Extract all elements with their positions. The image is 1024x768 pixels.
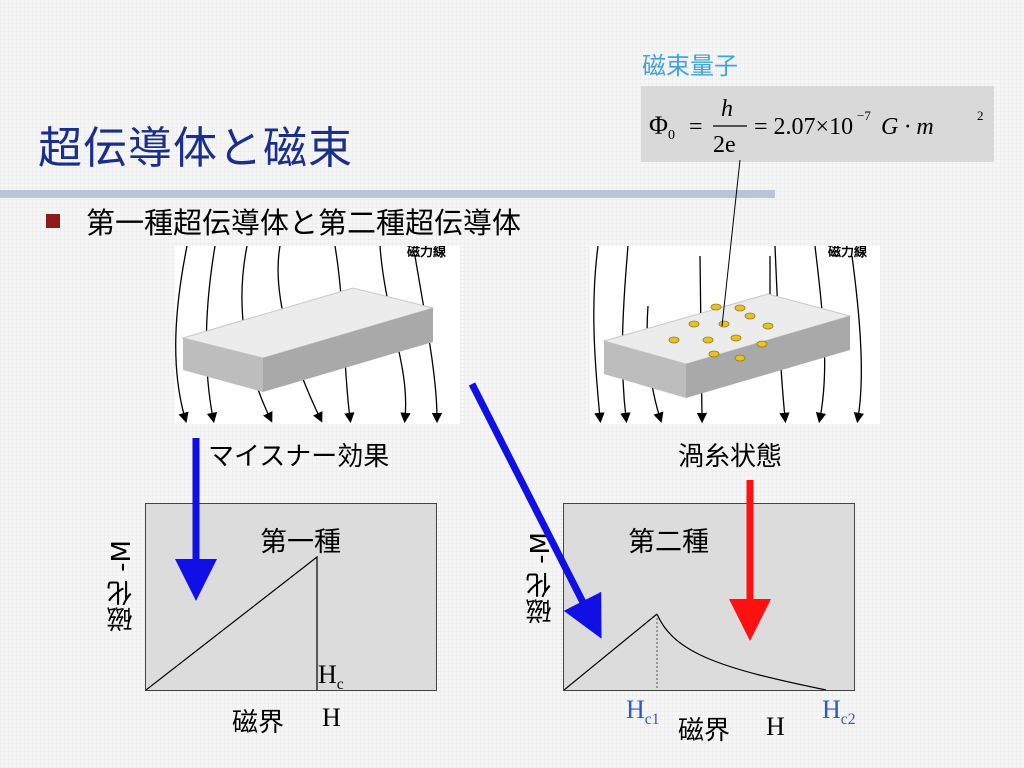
type2-hc1-label: Hc1 bbox=[626, 695, 660, 729]
bullet-text: 第一種超伝導体と第二種超伝導体 bbox=[86, 206, 522, 240]
slide-title: 超伝導体と磁束 bbox=[38, 123, 353, 174]
formula-value: = 2.07×10 bbox=[754, 114, 853, 140]
formula-phi: Φ bbox=[649, 111, 668, 140]
type2-graph-title: 第二種 bbox=[628, 527, 709, 558]
formula-units-exp: 2 bbox=[977, 108, 984, 123]
bullet-square-icon bbox=[46, 214, 60, 228]
vortex-figure: 磁力線 bbox=[590, 244, 880, 424]
formula-units: G · m bbox=[881, 114, 934, 140]
title-underline bbox=[0, 190, 775, 198]
flux-quantum-label: 磁束量子 bbox=[642, 52, 738, 80]
svg-text:=: = bbox=[689, 114, 703, 140]
type1-hc-label: Hc bbox=[318, 660, 344, 694]
type1-y-axis-label: 磁化 -M bbox=[107, 540, 137, 633]
field-lines-label-1: 磁力線 bbox=[407, 246, 447, 260]
formula-phi-sub: 0 bbox=[668, 128, 675, 143]
type1-graph-title: 第一種 bbox=[260, 527, 341, 558]
type1-x-axis-symbol: H bbox=[322, 703, 341, 732]
formula-exponent: −7 bbox=[857, 108, 871, 123]
field-lines-label-2: 磁力線 bbox=[828, 246, 868, 260]
formula-numerator: h bbox=[721, 96, 733, 122]
formula-denominator: 2e bbox=[713, 132, 736, 158]
type2-y-axis-label: 磁化 -M bbox=[526, 532, 556, 625]
type2-magnetization-graph bbox=[563, 503, 855, 691]
flux-quantum-formula: Φ 0 = h 2e = 2.07×10 −7 G · m 2 bbox=[641, 86, 994, 162]
type1-x-axis-label: 磁界 bbox=[232, 708, 285, 738]
type2-x-axis-label: 磁界 bbox=[678, 716, 731, 746]
vortex-caption: 渦糸状態 bbox=[678, 442, 783, 472]
type2-x-axis-symbol: H bbox=[766, 712, 785, 741]
meissner-figure: 磁力線 bbox=[175, 244, 460, 424]
meissner-caption: マイスナー効果 bbox=[208, 442, 390, 472]
type2-hc2-label: Hc2 bbox=[822, 695, 856, 729]
